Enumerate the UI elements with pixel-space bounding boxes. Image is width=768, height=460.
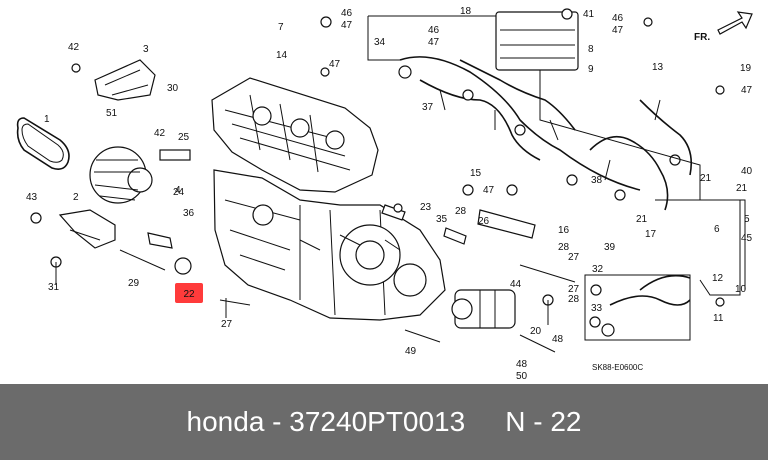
- part-label: 27: [221, 319, 233, 330]
- caption-banner: honda - 37240PT0013 N - 22: [0, 384, 768, 460]
- part-label: 4: [175, 185, 181, 196]
- part-label: 26: [478, 216, 490, 227]
- direction-arrow: [717, 11, 753, 35]
- part-label: 12: [712, 273, 724, 284]
- part-label: 36: [183, 208, 195, 219]
- part-label: 15: [470, 168, 482, 179]
- part-label: 27: [568, 284, 580, 295]
- part-label: 27: [568, 252, 580, 263]
- part-label: 29: [128, 278, 140, 289]
- highlight-callout[interactable]: 22: [175, 283, 203, 303]
- part-label: 46: [428, 25, 440, 36]
- part-label: 28: [568, 294, 580, 305]
- part-label: 38: [591, 175, 603, 186]
- part-label: 3: [143, 44, 149, 55]
- part-label: 17: [645, 229, 657, 240]
- part-label: 13: [652, 62, 664, 73]
- part-label: 47: [329, 59, 341, 70]
- part-label: 14: [276, 50, 288, 61]
- part-label: 25: [178, 132, 190, 143]
- alternator: [58, 146, 153, 249]
- part-label: 45: [741, 233, 753, 244]
- part-label: 28: [558, 242, 570, 253]
- part-label: 11: [713, 313, 724, 324]
- drive-belt: [16, 117, 70, 170]
- part-label: 28: [455, 206, 467, 217]
- part-label: 37: [422, 102, 434, 113]
- part-label: 40: [741, 166, 753, 177]
- part-brand-number: honda - 37240PT0013: [186, 406, 466, 437]
- part-label: 8: [588, 44, 594, 55]
- part-label: 2: [73, 192, 79, 203]
- part-label: 5: [744, 214, 750, 225]
- sensor-parts: [119, 149, 576, 353]
- part-label: 44: [510, 279, 522, 290]
- part-label: 30: [167, 83, 179, 94]
- part-label: 50: [516, 371, 528, 382]
- highlight-label: 22: [183, 289, 195, 300]
- engine-block: [211, 77, 446, 321]
- part-label: 24: [173, 187, 185, 198]
- part-label: 49: [405, 346, 417, 357]
- part-label: 10: [735, 284, 747, 295]
- starter-motor: [451, 289, 516, 329]
- part-label: 33: [591, 303, 603, 314]
- part-label: 42: [154, 128, 166, 139]
- part-label: 34: [374, 37, 386, 48]
- part-label: 43: [26, 192, 38, 203]
- part-label: 31: [48, 282, 60, 293]
- part-label: 21: [700, 173, 712, 184]
- diagram-code: SK88-E0600C: [592, 363, 643, 372]
- harness-box: [367, 11, 746, 296]
- part-label: 35: [436, 214, 448, 225]
- part-label: 46: [612, 13, 624, 24]
- part-label: 16: [558, 225, 570, 236]
- part-label: 51: [106, 108, 118, 119]
- part-label: 7: [278, 22, 284, 33]
- part-label: 41: [583, 9, 595, 20]
- part-label: 48: [516, 359, 528, 370]
- small-bolts: [30, 8, 725, 328]
- o2-sensor-assembly: [584, 274, 691, 341]
- part-label: 47: [741, 85, 753, 96]
- part-label: 19: [740, 63, 752, 74]
- part-label: 48: [552, 334, 564, 345]
- part-label: 9: [588, 64, 594, 75]
- part-label: 21: [736, 183, 748, 194]
- part-label: 21: [636, 214, 648, 225]
- part-label: 47: [341, 20, 353, 31]
- part-label: 32: [592, 264, 604, 275]
- direction-label: FR.: [694, 32, 710, 43]
- part-label: 20: [530, 326, 542, 337]
- part-label: 1: [44, 114, 50, 125]
- part-reference: N - 22: [505, 406, 582, 437]
- part-label: 39: [604, 242, 616, 253]
- part-label: 46: [341, 8, 353, 19]
- part-label: 47: [428, 37, 440, 48]
- highlight-box: [175, 283, 203, 303]
- part-label: 18: [460, 6, 472, 17]
- part-label: 47: [612, 25, 624, 36]
- part-label: 47: [483, 185, 495, 196]
- part-label: 42: [68, 42, 80, 53]
- part-label: 23: [420, 202, 432, 213]
- mount-bracket: [71, 59, 156, 101]
- wire-harness: [398, 56, 693, 211]
- part-label: 6: [714, 224, 720, 235]
